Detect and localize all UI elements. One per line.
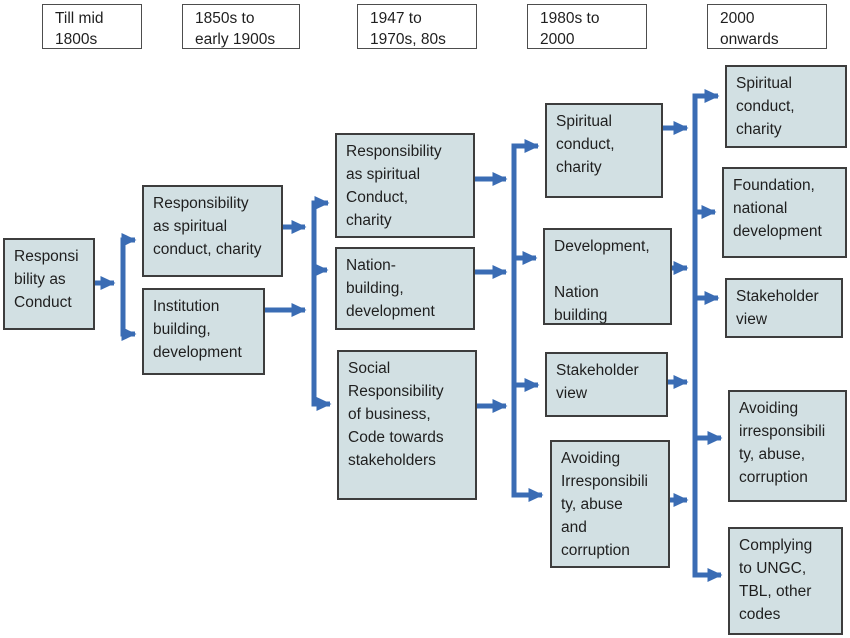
node-avoiding-irresponsibility-1980s: Avoiding Irresponsibili ty, abuse and co…	[550, 440, 670, 568]
period-1980s-2000: 1980s to 2000	[527, 4, 647, 49]
connector-stage1-stage2	[95, 233, 137, 342]
period-1947-1970s-80s: 1947 to 1970s, 80s	[357, 4, 477, 49]
node-spiritual-conduct-charity-1980s: Spiritual conduct, charity	[545, 103, 663, 198]
node-stakeholder-view-1980s: Stakeholder view	[545, 352, 668, 417]
node-spiritual-conduct-charity-1947: Responsibility as spiritual Conduct, cha…	[335, 133, 475, 238]
node-institution-building-development: Institution building, development	[142, 288, 265, 375]
node-spiritual-conduct-charity-2000: Spiritual conduct, charity	[725, 65, 847, 148]
node-foundation-national-development: Foundation, national development	[722, 167, 847, 258]
node-stakeholder-view-2000: Stakeholder view	[725, 278, 843, 338]
node-responsibility-as-conduct: Responsi bility as Conduct	[3, 238, 95, 330]
node-avoiding-irresponsibility-2000: Avoiding irresponsibili ty, abuse, corru…	[728, 390, 847, 502]
period-till-mid-1800s: Till mid 1800s	[42, 4, 142, 49]
node-social-responsibility-codes: Social Responsibility of business, Code …	[337, 350, 477, 500]
period-2000-onwards: 2000 onwards	[707, 4, 827, 49]
node-complying-ungc-tbl-codes: Complying to UNGC, TBL, other codes	[728, 527, 843, 635]
node-nation-building-development: Nation- building, development	[335, 247, 475, 330]
connector-stage4-stage5	[663, 89, 723, 583]
period-1850s-early-1900s: 1850s to early 1900s	[182, 4, 300, 49]
connector-stage3-stage4	[475, 139, 544, 503]
node-spiritual-conduct-charity-1850s: Responsibility as spiritual conduct, cha…	[142, 185, 283, 277]
node-development-nation-building: Development, Nation building	[543, 228, 672, 325]
